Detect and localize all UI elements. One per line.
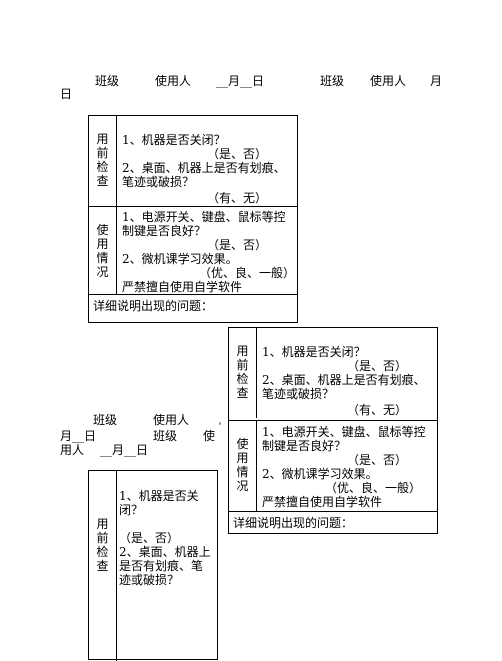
row-divider [229,511,437,512]
pre-check-item-1: 1、机器是否关 [119,489,199,503]
usage-option-1: （是、否） [347,453,408,467]
class-label-2: 班级 [153,429,178,443]
usage-option-1: （是、否） [207,238,268,252]
label-char: 检 [236,372,249,386]
label-char: 使 [236,437,249,451]
label-char: 况 [236,479,249,493]
pre-check-option-1: （是、否） [207,147,268,161]
usage-status-label: 使 用 情 况 [229,421,257,511]
pre-check-item-2-cont: 笔迹或破损？ [122,175,195,189]
label-char: 前 [236,358,249,372]
day-label-2: 日 [60,87,73,101]
pre-check-label: 用 前 检 查 [229,328,257,418]
usage-form-table-c: 用 前 检 查 1、机器是否关 闭？ （是、否） 2、桌面、机器上 是否有划痕、… [88,470,218,661]
class-label-2: 班级 [320,74,345,88]
usage-option-2: （优、良、一般） [325,481,422,495]
class-label: 班级 [93,413,118,427]
label-char: 检 [96,545,109,559]
label-char: 用 [96,237,109,251]
comma-mark: ， [218,417,226,426]
pre-check-item-2: 2、桌面、机器上是否有划痕、 [262,373,426,387]
pre-check-item-2: 2、桌面、机器上是否有划痕、 [122,161,286,175]
month-label-2: 月 [430,74,443,88]
label-char: 用 [96,132,109,146]
pre-check-item-2: 2、桌面、机器上 [119,545,211,559]
usage-form-table-b: 用 前 检 查 1、机器是否关闭？ （是、否） 2、桌面、机器上是否有划痕、 笔… [228,327,438,534]
label-char: 用 [236,451,249,465]
label-char: 查 [96,174,109,188]
label-char: 况 [96,265,109,279]
usage-item-1: 1、电源开关、键盘、鼠标等控 [122,210,286,224]
user-label-2b: 用人 [60,443,85,457]
no-self-study-notice: 严禁擅自使用自学软件 [262,495,383,509]
no-self-study-notice: 严禁擅自使用自学软件 [122,280,243,294]
pre-check-item-1-cont: 闭？ [119,503,144,517]
label-char: 情 [96,251,109,265]
usage-item-1: 1、电源开关、键盘、鼠标等控 [262,425,426,439]
date-label-2: __月__日 [100,443,149,457]
date-label: __月__日 [216,74,265,88]
usage-item-2: 2、微机课学习效果。 [262,467,378,481]
label-char: 前 [96,531,109,545]
usage-item-1-cont: 制键是否良好？ [262,439,347,453]
usage-form-table-a: 用 前 检 查 1、机器是否关闭？ （是、否） 2、桌面、机器上是否有划痕、 笔… [88,115,298,323]
pre-check-option-1: （是、否） [119,531,180,545]
label-char: 用 [236,344,249,358]
usage-option-2: （优、良、一般） [199,266,296,280]
label-char: 用 [96,517,109,531]
pre-check-option-2: （有、无） [207,191,268,205]
pre-check-option-1: （是、否） [347,359,408,373]
usage-item-2: 2、微机课学习效果。 [122,252,238,266]
class-label: 班级 [95,74,120,88]
pre-check-item-2-cont: 笔迹或破损？ [262,387,335,401]
date-label-1: 月__日 [60,429,97,443]
pre-check-item-1: 1、机器是否关闭？ [262,345,366,359]
pre-check-option-2: （有、无） [347,403,408,417]
user-label-2a: 使 [203,429,216,443]
label-char: 前 [96,146,109,160]
row-divider [229,420,437,421]
user-label: 使用人 [153,413,190,427]
pre-check-item-2-cont2: 迹或破损？ [119,573,180,587]
pre-check-item-1: 1、机器是否关闭？ [122,133,226,147]
usage-item-1-cont: 制键是否良好？ [122,224,207,238]
row-divider [89,206,297,207]
pre-check-label: 用 前 检 查 [89,471,117,661]
label-char: 使 [96,223,109,237]
usage-status-label: 使 用 情 况 [89,207,117,294]
label-char: 检 [96,160,109,174]
problem-description-label: 详细说明出现的问题： [93,299,214,313]
user-label-2: 使用人 [370,74,407,88]
pre-check-item-2-cont: 是否有划痕、笔 [119,559,204,573]
label-char: 情 [236,465,249,479]
row-divider [89,294,297,295]
label-char: 查 [96,559,109,573]
problem-description-label: 详细说明出现的问题： [233,516,354,530]
pre-check-label: 用 前 检 查 [89,116,117,206]
user-label: 使用人 [155,74,192,88]
label-char: 查 [236,386,249,400]
